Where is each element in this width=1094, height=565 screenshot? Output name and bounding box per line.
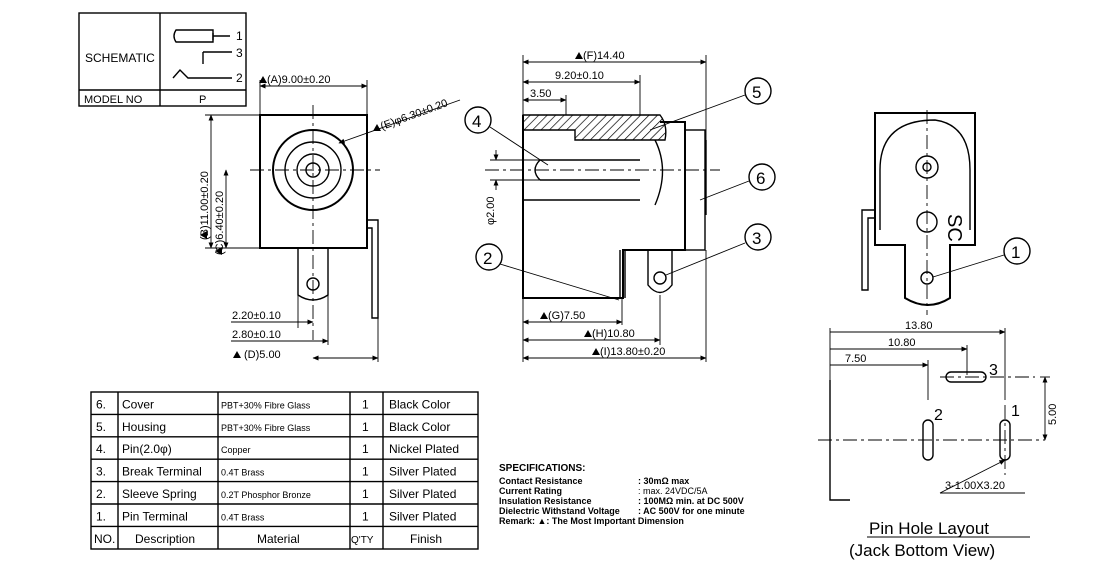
table-header: Finish bbox=[410, 532, 442, 546]
table-cell: Copper bbox=[221, 445, 251, 455]
table-header: Material bbox=[257, 532, 300, 546]
svg-text:1: 1 bbox=[1011, 403, 1020, 420]
table-cell: 0.2T Phosphor Bronze bbox=[221, 490, 311, 500]
schematic-pin-2: 2 bbox=[236, 71, 243, 85]
table-cell: 1. bbox=[96, 509, 106, 523]
table-cell: 1 bbox=[362, 420, 369, 434]
svg-text:1: 1 bbox=[1011, 243, 1020, 262]
dim-500-label: 5.00 bbox=[1047, 404, 1059, 425]
dim-1080-label: 10.80 bbox=[888, 337, 916, 349]
pin-layout-subtitle: (Jack Bottom View) bbox=[849, 541, 995, 560]
callout-4 bbox=[464, 106, 492, 134]
table-cell: 5. bbox=[96, 420, 106, 434]
model-no-header: MODEL NO bbox=[84, 94, 143, 106]
table-cell: Black Color bbox=[389, 397, 450, 411]
spec-label-2: Insulation Resistance bbox=[499, 496, 592, 506]
hole-spec-label: 3-1.00X3.20 bbox=[945, 480, 1005, 492]
dim-220-label: 2.20±0.10 bbox=[232, 310, 281, 322]
svg-text:4: 4 bbox=[472, 112, 481, 131]
svg-text:6: 6 bbox=[756, 169, 765, 188]
table-cell: Black Color bbox=[389, 420, 450, 434]
schematic-pin-1: 1 bbox=[236, 29, 243, 43]
dim-pin-label: φ2.00 bbox=[485, 196, 497, 225]
table-cell: 3. bbox=[96, 465, 106, 479]
callout-5 bbox=[744, 77, 772, 105]
table-cell: 1 bbox=[362, 509, 369, 523]
dim-750-label: 7.50 bbox=[845, 353, 866, 365]
side-view: (F)14.40 9.20±0.10 3.50 φ2.00 (G)7.50 (H… bbox=[464, 50, 776, 362]
table-cell: Silver Plated bbox=[389, 465, 456, 479]
table-cell: 1 bbox=[362, 465, 369, 479]
spec-value-1: : max. 24VDC/5A bbox=[638, 486, 708, 496]
table-cell: 1 bbox=[362, 442, 369, 456]
table-cell: 6. bbox=[96, 397, 106, 411]
dim-350-label: 3.50 bbox=[530, 88, 551, 100]
model-no-value: P bbox=[199, 94, 206, 106]
table-header: Description bbox=[135, 532, 195, 546]
table-cell: PBT+30% Fibre Glass bbox=[221, 423, 311, 433]
spec-value-2: : 100MΩ min. at DC 500V bbox=[638, 496, 744, 506]
callout-2 bbox=[475, 243, 503, 271]
dim-g-label: (G)7.50 bbox=[548, 310, 585, 322]
table-cell: PBT+30% Fibre Glass bbox=[221, 400, 311, 410]
dim-1380-label: 13.80 bbox=[905, 320, 933, 332]
schematic-label: SCHEMATIC bbox=[85, 51, 155, 65]
spec-label-0: Contact Resistance bbox=[499, 476, 583, 486]
table-cell: 1 bbox=[362, 487, 369, 501]
dim-d-label: (D)5.00 bbox=[244, 349, 281, 361]
table-header: NO. bbox=[94, 532, 115, 546]
dim-280-label: 2.80±0.10 bbox=[232, 329, 281, 341]
svg-text:2: 2 bbox=[483, 249, 492, 268]
callout-3 bbox=[744, 223, 772, 251]
important-dimension-markers bbox=[200, 52, 600, 358]
svg-text:5: 5 bbox=[752, 83, 761, 102]
dim-e-label: (E)φ6.30±0.20 bbox=[379, 97, 449, 132]
table-cell: 0.4T Brass bbox=[221, 468, 265, 478]
callout-1 bbox=[1003, 237, 1031, 265]
table-cell: Nickel Plated bbox=[389, 442, 459, 456]
table-cell: Sleeve Spring bbox=[122, 487, 197, 501]
dim-920-label: 9.20±0.10 bbox=[555, 70, 604, 82]
bottom-view: SC 1 bbox=[861, 110, 1031, 315]
dim-b-label: (B)11.00±0.20 bbox=[199, 171, 211, 240]
svg-text:2: 2 bbox=[934, 407, 943, 424]
specs-title: SPECIFICATIONS: bbox=[499, 463, 585, 474]
dim-f-label: (F)14.40 bbox=[583, 50, 625, 62]
table-cell: Silver Plated bbox=[389, 509, 456, 523]
dim-i-label: (I)13.80±0.20 bbox=[600, 346, 665, 358]
schematic-pin-3: 3 bbox=[236, 46, 243, 60]
spec-label-1: Current Rating bbox=[499, 486, 562, 496]
table-cell: 2. bbox=[96, 487, 106, 501]
pin-layout-title: Pin Hole Layout bbox=[869, 519, 989, 538]
spec-remark: Remark: ▲: The Most Important Dimension bbox=[499, 516, 684, 526]
jack-schematic-symbol bbox=[172, 29, 232, 79]
table-cell: 4. bbox=[96, 442, 106, 456]
table-cell: 1 bbox=[362, 397, 369, 411]
svg-text:3: 3 bbox=[752, 229, 761, 248]
front-view: (A)9.00±0.20 (E)φ6.30±0.20 (B)11.00±0.20… bbox=[199, 74, 461, 362]
spec-label-3: Dielectric Withstand Voltage bbox=[499, 506, 620, 516]
spec-value-3: : AC 500V for one minute bbox=[638, 506, 745, 516]
sc-stamp: SC bbox=[943, 214, 965, 242]
schematic-box: SCHEMATIC MODEL NO P 1 3 2 bbox=[78, 12, 247, 107]
table-header: Q'TY bbox=[351, 535, 374, 546]
table-cell: Silver Plated bbox=[389, 487, 456, 501]
table-cell: 0.4T Brass bbox=[221, 512, 265, 522]
dim-a-label: (A)9.00±0.20 bbox=[267, 74, 331, 86]
table-cell: Pin Terminal bbox=[122, 509, 188, 523]
table-cell: Cover bbox=[122, 397, 154, 411]
callout-6 bbox=[748, 163, 776, 191]
table-cell: Break Terminal bbox=[122, 465, 202, 479]
specifications: SPECIFICATIONS: Contact Resistance : 30m… bbox=[499, 463, 745, 526]
dim-c-label: (C)6.40±0.20 bbox=[214, 191, 226, 255]
pin-hole-layout: 13.80 10.80 7.50 3 2 1 5.00 3-1.00X3.20 … bbox=[818, 320, 1059, 560]
dim-h-label: (H)10.80 bbox=[592, 328, 635, 340]
table-cell: Pin(2.0φ) bbox=[122, 442, 172, 456]
pin-hole-2 bbox=[922, 419, 934, 461]
spec-value-0: : 30mΩ max bbox=[638, 476, 689, 486]
svg-text:3: 3 bbox=[989, 362, 998, 379]
table-cell: Housing bbox=[122, 420, 166, 434]
